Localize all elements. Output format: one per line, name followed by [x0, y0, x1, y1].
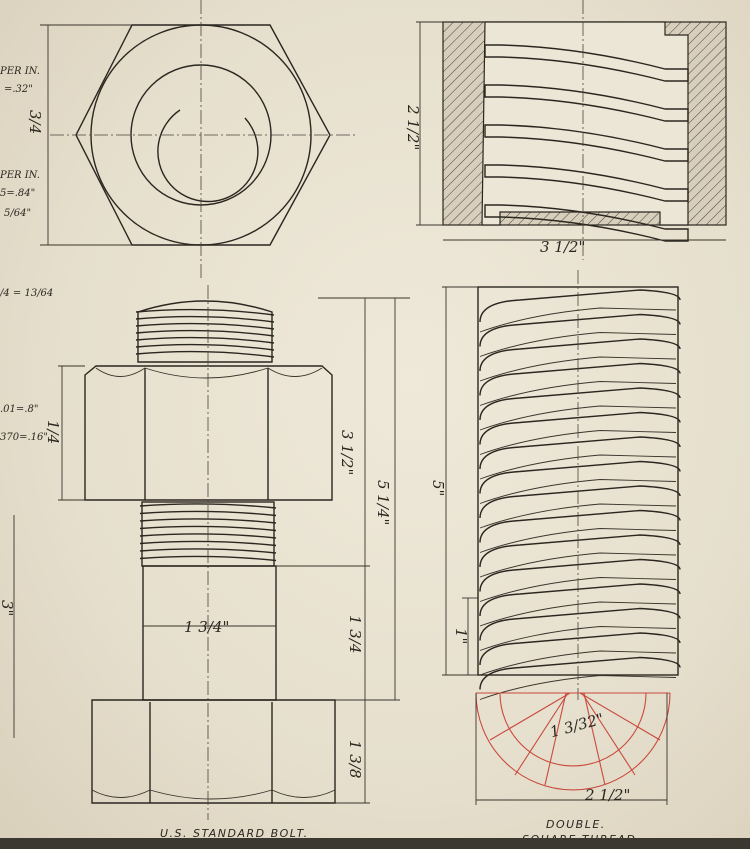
section-thread — [484, 204, 689, 242]
margin-notes: PER IN. =.32" PER IN. 5=.84" 5/64" /4 = … — [0, 66, 53, 443]
note-2: =.32" — [4, 84, 33, 95]
screw-thread-back — [479, 332, 677, 357]
note-6: /4 = 13/64 — [0, 288, 53, 299]
thread-crest — [135, 315, 275, 323]
screw-thread-front — [479, 558, 681, 592]
section-thread — [484, 164, 689, 202]
screw-thread-front — [479, 632, 681, 666]
bolt-caption: U.S. STANDARD BOLT. — [160, 827, 309, 840]
screw-thread-front — [479, 289, 681, 323]
section-thread — [484, 124, 689, 162]
thread-crest — [135, 336, 275, 344]
screw-thread-front — [479, 313, 681, 347]
screw-thread-back — [479, 503, 677, 529]
screw-thread-back — [479, 430, 677, 455]
screw-thread-front — [479, 436, 681, 470]
thread-crest — [139, 525, 277, 532]
dim-screw-len: 5" — [429, 480, 447, 496]
screw-thread-front — [479, 534, 681, 568]
construction-arc: 1 3/32" 2 1/2" — [475, 692, 671, 805]
dim-thread-len: 3 1/2" — [338, 430, 356, 475]
note-7: .01=.8" — [0, 404, 38, 415]
thread-crest — [139, 540, 277, 547]
dim-bolt-total: 5 1/4" — [374, 480, 392, 525]
dim-section-width: 3 1/2" — [540, 238, 585, 256]
screw-threads — [479, 289, 681, 700]
note-8: 370=.16" — [0, 432, 48, 443]
bolt-dimensions: 3 1/2" 5 1/4" 1 3/4 1 3/8 3" — [0, 297, 410, 804]
section-thread — [484, 44, 689, 82]
screw-thread-front — [479, 485, 681, 519]
section-threads — [484, 44, 689, 242]
thread-crest — [135, 322, 275, 330]
dim-section-height: 2 1/2" — [404, 104, 422, 150]
dim-nut-top: 3/4 — [26, 110, 44, 134]
dim-shank-len: 1 3/4 — [346, 615, 364, 653]
dim-thread-dia: 2 1/2" — [584, 786, 630, 804]
screw-thread-back — [479, 528, 677, 553]
thread-crest — [135, 329, 275, 337]
square-thread-screw: 5" 1" — [429, 270, 681, 700]
screw-thread-back — [479, 650, 677, 676]
thread-crest — [139, 503, 277, 509]
note-4: 5=.84" — [0, 188, 35, 199]
section-thread — [484, 84, 689, 122]
dim-pitch: 1" — [452, 628, 470, 644]
thread-section-view: 2 1/2" 3 1/2" — [404, 0, 727, 260]
screw-thread-back — [479, 454, 677, 480]
screw-thread-front — [479, 411, 681, 445]
thread-crest — [135, 343, 275, 351]
dim-arc: 1 3/32" — [548, 710, 606, 742]
screw-thread-back — [479, 552, 677, 578]
screw-thread-front — [479, 362, 681, 396]
dim-left-total: 3" — [0, 600, 16, 616]
screw-thread-back — [479, 356, 677, 382]
dim-nut-front: 1/4 — [44, 420, 62, 444]
note-5: 5/64" — [4, 208, 31, 219]
thread-crest — [135, 308, 275, 316]
note-3: PER IN. — [0, 170, 40, 181]
screw-thread-back — [479, 405, 677, 431]
screw-thread-back — [479, 626, 677, 651]
screw-thread-front — [479, 607, 681, 641]
screw-thread-front — [479, 656, 681, 690]
screw-thread-back — [479, 577, 677, 602]
bolt-top-threads — [135, 308, 275, 358]
screw-thread-front — [479, 387, 681, 421]
screw-thread-back — [479, 675, 677, 700]
bolt-front-view: 1/4 1 3/4" — [44, 285, 336, 820]
screw-thread-back — [479, 381, 677, 406]
thread-caption-1: DOUBLE. — [546, 818, 606, 831]
dim-shank-dia: 1 3/4" — [184, 618, 229, 636]
screw-thread-front — [479, 583, 681, 617]
note-1: PER IN. — [0, 66, 40, 77]
screw-thread-front — [479, 460, 681, 494]
screw-thread-front — [479, 509, 681, 543]
thread-crest — [135, 350, 275, 358]
nut-top-view: 3/4 — [26, 0, 355, 280]
screw-thread-front — [479, 338, 681, 372]
screw-thread-back — [479, 601, 677, 627]
dim-head-height: 1 3/8 — [346, 740, 364, 778]
screw-thread-back — [479, 307, 677, 333]
screw-thread-back — [479, 479, 677, 504]
bottom-border — [0, 838, 750, 849]
